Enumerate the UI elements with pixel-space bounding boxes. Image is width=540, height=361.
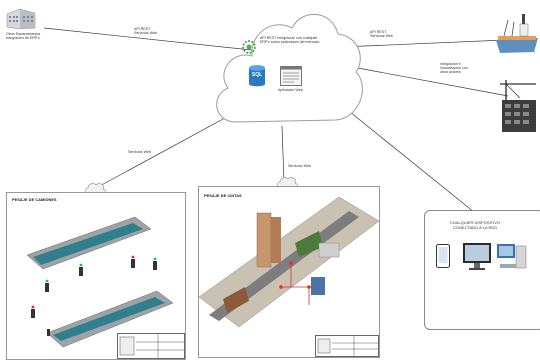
- web-services-mid-label: Servicios Web: [288, 164, 311, 168]
- office-to-cloud-line: [43, 27, 271, 53]
- api-rest-left-label: API REST Servicios Web: [134, 27, 157, 36]
- web-app-icon: [280, 66, 302, 86]
- truck-title-block: [117, 333, 185, 359]
- cloud-to-belts-line: [281, 125, 285, 183]
- office-building-icon: [4, 6, 38, 30]
- belt-weighing-title: PESAJE DE CINTAS: [204, 194, 242, 198]
- truck-weighing-title: PESAJE DE CAMIONES: [12, 198, 57, 202]
- tablet-icon: [436, 244, 450, 268]
- integration-actors-label: Integración e Visualización con otros ac…: [440, 62, 468, 75]
- cloud-to-devices-line: [349, 111, 475, 213]
- monitor-icon: [462, 242, 492, 272]
- cloud-to-trucks-line: [95, 111, 237, 189]
- belt-scale-illustration: [199, 196, 379, 328]
- web-app-label: Aplicación Web: [278, 88, 303, 92]
- sql-label: SQL: [251, 72, 263, 78]
- belt-weighing-panel: [198, 186, 380, 358]
- belt-title-block: [315, 335, 379, 357]
- cloud-integration-label: API REST Integración con cualquier ERP's…: [260, 36, 320, 45]
- sql-database-icon: [248, 64, 266, 88]
- truck-scale-illustration: [26, 216, 174, 348]
- port-crane-icon: [498, 78, 540, 134]
- desktop-pc-icon: [496, 240, 530, 274]
- network-gear-icon: [240, 38, 258, 56]
- cargo-ship-icon: [494, 10, 540, 56]
- device-box-label: CUALQUIER DISPOSITIVO CONECTADO A LA RED: [450, 220, 501, 230]
- api-rest-right-label: API REST Servicios Web: [370, 30, 393, 39]
- office-label: Otros Departamentos Integración de ERP's: [6, 32, 41, 41]
- web-services-left-label: Servicios Web: [128, 150, 151, 154]
- truck-weighing-panel: [6, 192, 186, 360]
